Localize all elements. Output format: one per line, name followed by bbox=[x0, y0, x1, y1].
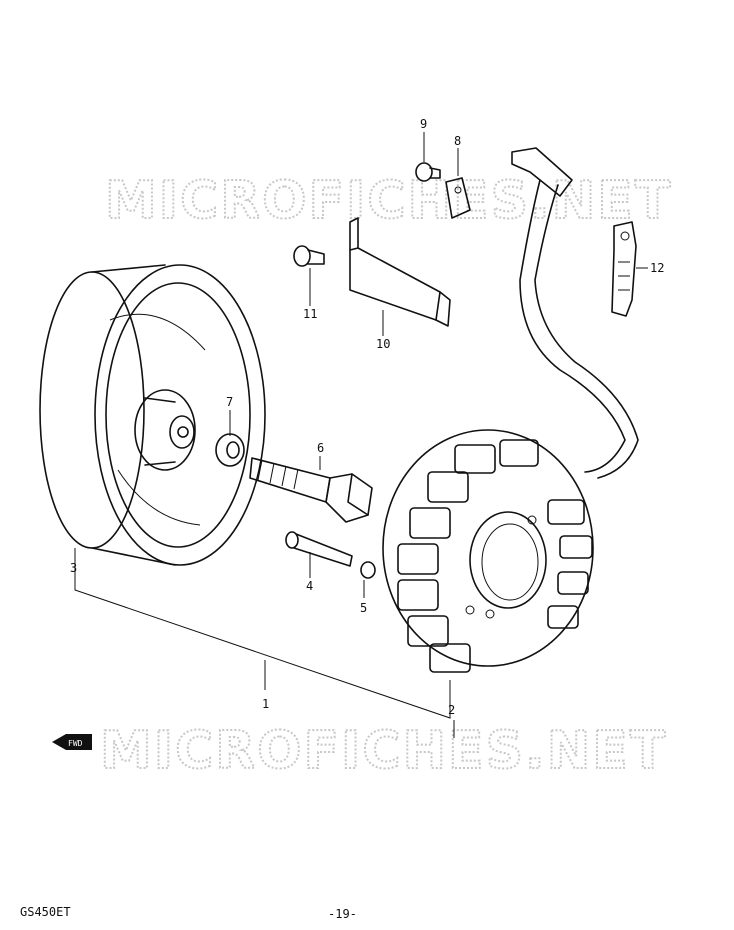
fwd-label: FWD bbox=[68, 739, 83, 748]
callout-2: 2 bbox=[448, 703, 455, 717]
callout-11: 11 bbox=[303, 307, 317, 321]
callout-5: 5 bbox=[360, 601, 367, 615]
lead-wire-part bbox=[511, 147, 639, 479]
callout-3: 3 bbox=[70, 561, 77, 575]
footer-page: -19- bbox=[328, 907, 357, 921]
callout-10: 10 bbox=[376, 337, 390, 351]
callout-8: 8 bbox=[454, 134, 461, 148]
clip-part bbox=[611, 221, 637, 317]
lock-washer-part bbox=[360, 561, 376, 579]
small-screw-part bbox=[415, 162, 441, 182]
leader-lines bbox=[74, 132, 648, 738]
watermark-bottom: MICROFICHES.NET bbox=[100, 721, 667, 781]
cover-screw-part bbox=[293, 245, 325, 267]
screw-part bbox=[285, 531, 353, 567]
fwd-arrow-icon: FWD bbox=[52, 734, 92, 750]
callout-12: 12 bbox=[650, 261, 664, 275]
cover-plate-part bbox=[349, 217, 451, 327]
rotor-part bbox=[39, 264, 266, 566]
watermark-top: MICROFICHES.NET bbox=[105, 171, 672, 231]
callout-7: 7 bbox=[226, 395, 233, 409]
callout-4: 4 bbox=[306, 579, 313, 593]
callout-6: 6 bbox=[317, 441, 324, 455]
clamp-part bbox=[445, 177, 471, 219]
stator-part bbox=[382, 429, 594, 673]
washer-part bbox=[215, 433, 245, 467]
callout-1: 1 bbox=[262, 697, 269, 711]
callout-9: 9 bbox=[420, 117, 427, 131]
rotor-bolt-part bbox=[249, 457, 373, 523]
footer-model: GS450ET bbox=[20, 905, 71, 919]
